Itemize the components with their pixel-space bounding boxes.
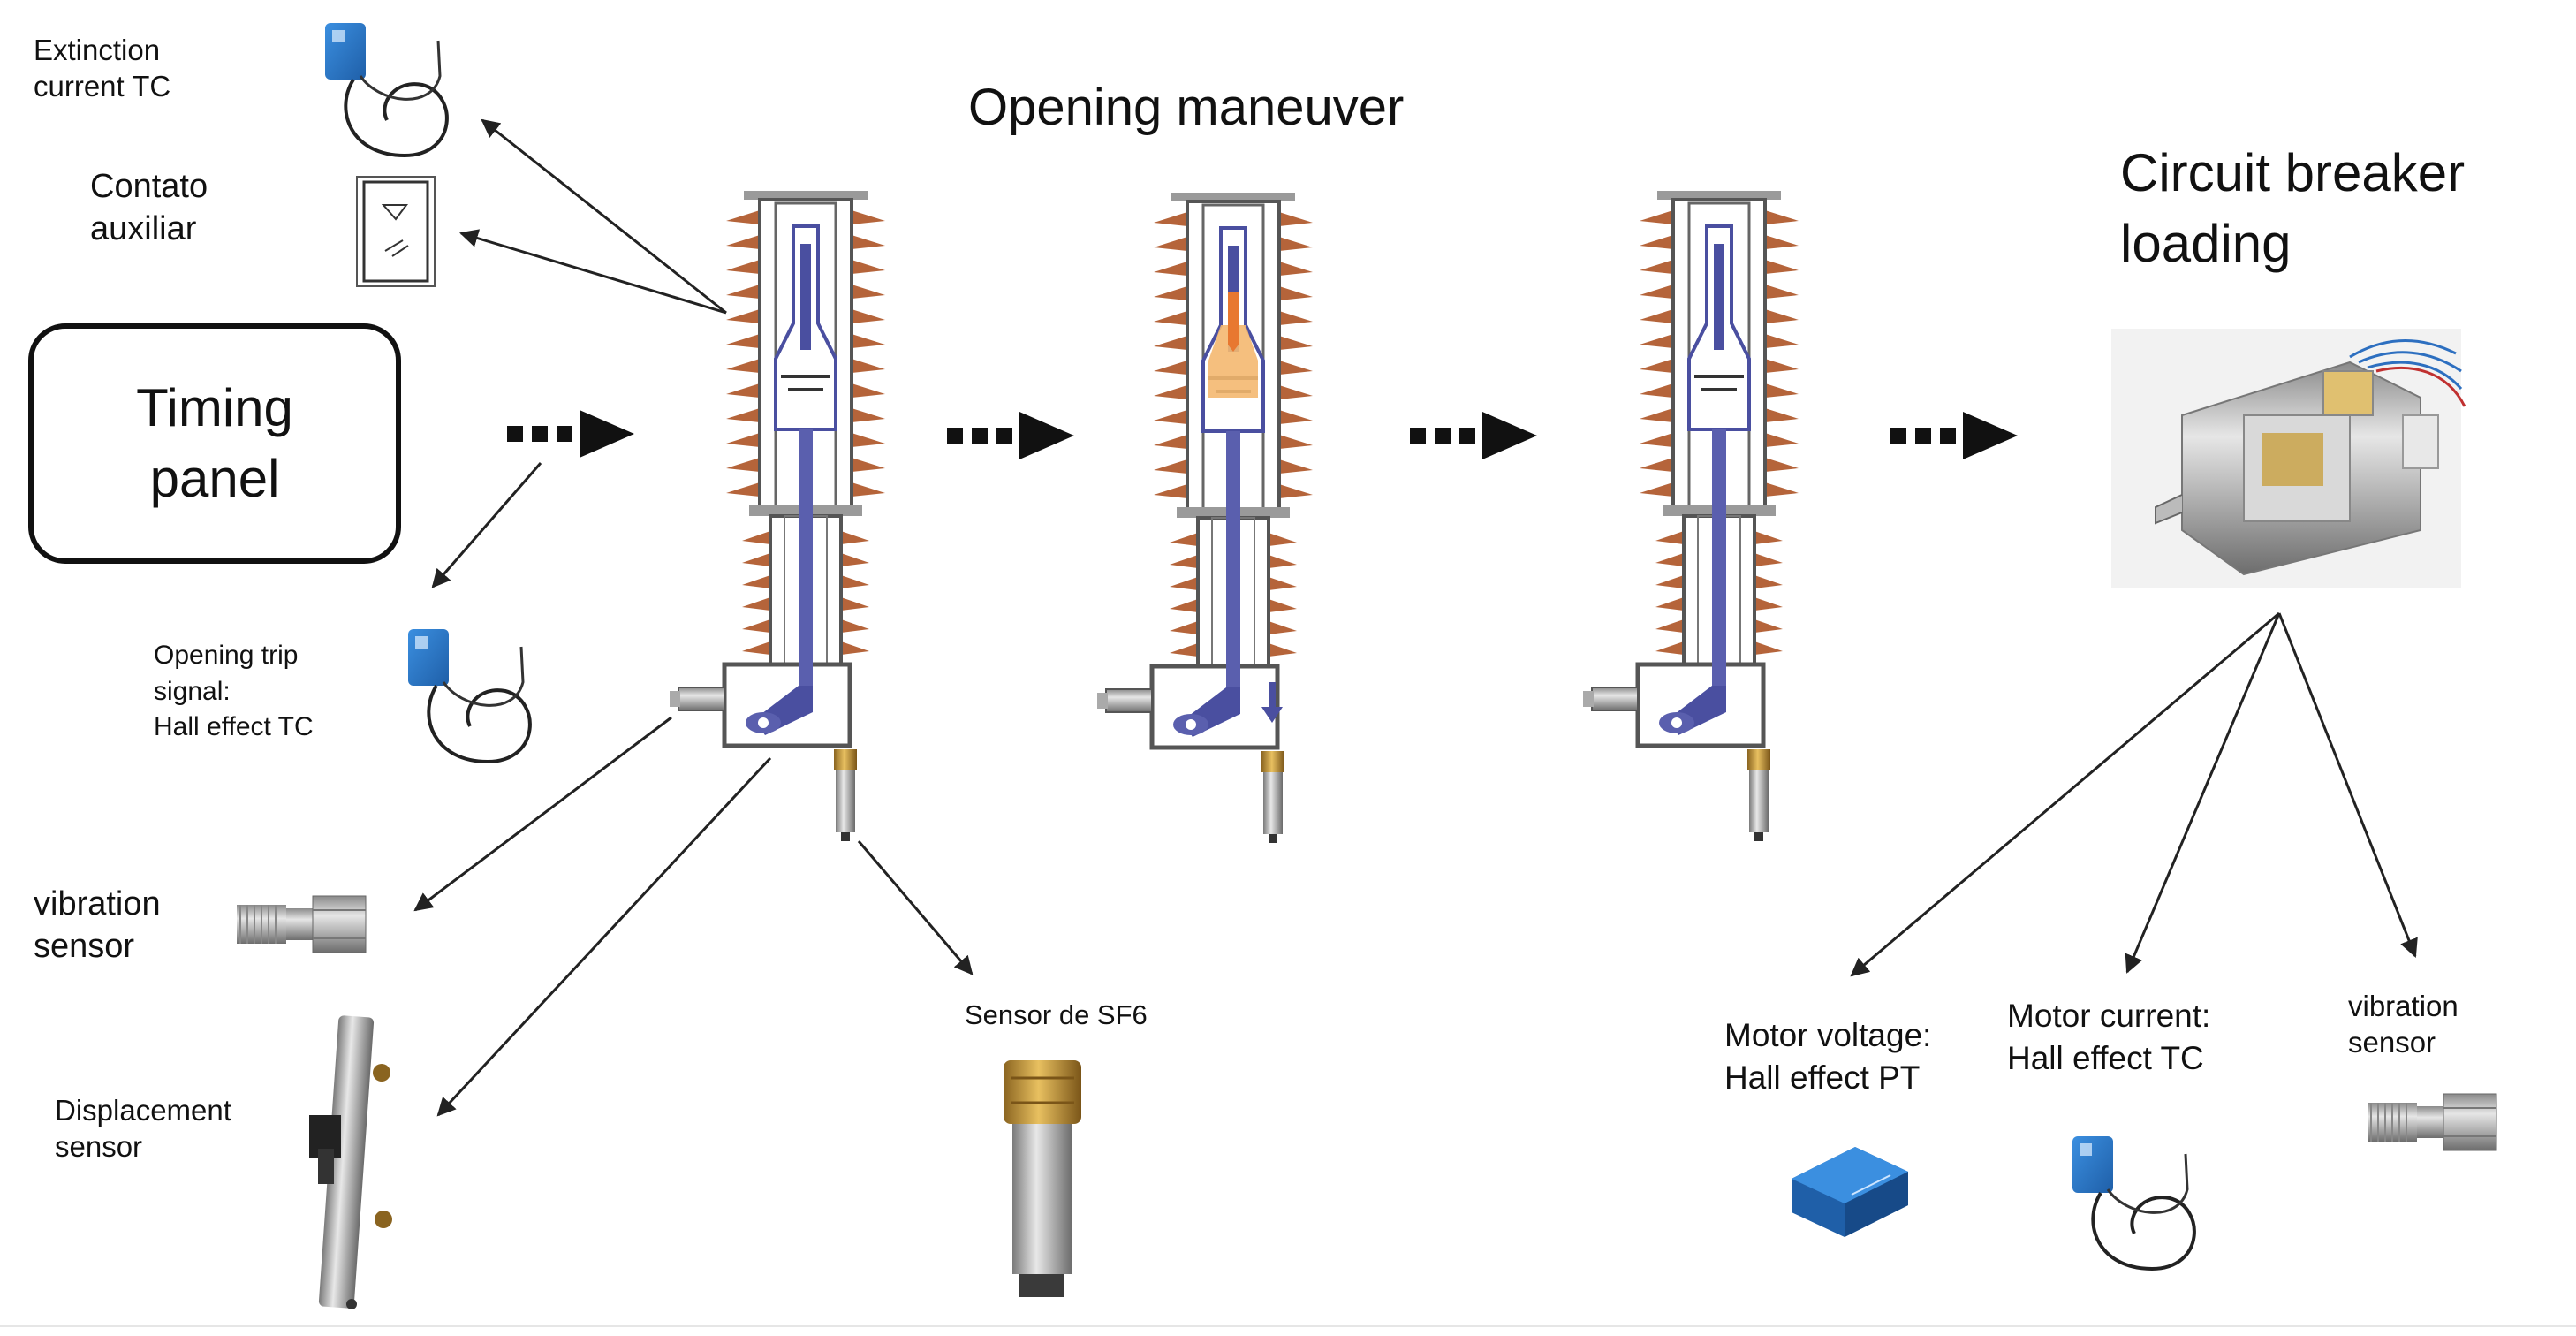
- connector-displacement: [436, 756, 772, 1117]
- connector-contato-auxiliar: [458, 229, 727, 315]
- label-motor-current: Motor current: Hall effect TC: [2007, 998, 2211, 1077]
- label-timing-panel: Timing panel: [136, 378, 293, 508]
- extinction-ct-image: [323, 21, 449, 157]
- arc-core: [1228, 292, 1239, 352]
- connector-extinction-tc: [481, 118, 727, 315]
- label-circuit-breaker-loading: Circuit breaker loading: [2120, 143, 2466, 273]
- label-opening-trip-signal: Opening trip signal: Hall effect TC: [154, 641, 314, 741]
- vibration-sensor-right-image: [2367, 1093, 2497, 1151]
- label-vibration-sensor-right: vibration sensor: [2348, 990, 2459, 1059]
- process-arrow-1: [507, 410, 634, 458]
- arc-highlight: [1208, 325, 1258, 398]
- label-sensor-sf6: Sensor de SF6: [965, 999, 1148, 1030]
- auxiliary-contact-symbol: [356, 176, 436, 287]
- process-arrow-3: [1410, 412, 1537, 459]
- breaker-pole-3: [1583, 191, 1799, 841]
- connector-vibration-right: [2277, 612, 2418, 958]
- vibration-sensor-left-image: [236, 895, 367, 953]
- downward-arrow: [1261, 682, 1283, 723]
- label-contato-auxiliar: Contato auxiliar: [90, 168, 208, 247]
- connector-motor-voltage: [1850, 611, 2280, 977]
- label-displacement-sensor: Displacement sensor: [55, 1094, 231, 1164]
- label-extinction-current-tc: Extinction current TC: [34, 34, 171, 103]
- motor-current-ct-image: [2071, 1135, 2196, 1271]
- label-opening-maneuver: Opening maneuver: [968, 79, 1405, 136]
- label-vibration-sensor-left: vibration sensor: [34, 885, 161, 965]
- breaker-pole-2: [1097, 193, 1313, 843]
- bottom-divider: [0, 1325, 2576, 1327]
- opening-trip-ct-image: [406, 627, 532, 763]
- connector-sf6: [857, 840, 974, 975]
- process-arrow-2: [947, 412, 1074, 459]
- motor-photo: [2111, 329, 2466, 588]
- connector-opening-trip: [431, 462, 542, 588]
- sf6-sensor-image: [1004, 1060, 1081, 1297]
- displacement-sensor-image: [309, 1015, 392, 1309]
- process-arrow-4: [1890, 412, 2018, 459]
- timing-panel-box: Timing panel: [28, 323, 401, 564]
- hall-effect-pt-image: [1792, 1147, 1908, 1237]
- connector-vibration-left: [413, 716, 672, 912]
- connector-motor-current: [2125, 612, 2281, 974]
- label-motor-voltage: Motor voltage: Hall effect PT: [1724, 1017, 1932, 1097]
- breaker-pole-1: [670, 191, 885, 841]
